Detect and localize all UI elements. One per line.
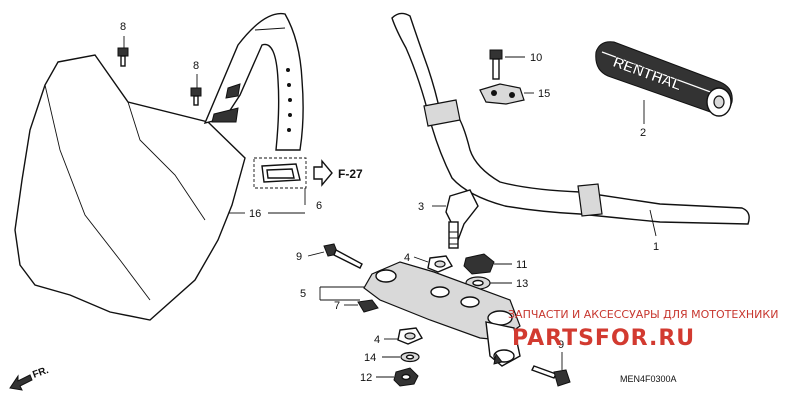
callout-9-lower: 9 xyxy=(558,339,564,351)
nut-11 xyxy=(463,253,495,275)
callout-5: 5 xyxy=(300,288,306,300)
callout-15: 15 xyxy=(538,88,550,100)
callout-10: 10 xyxy=(530,52,542,64)
callout-1: 1 xyxy=(653,241,659,253)
handlebar xyxy=(391,12,750,225)
callout-9-upper: 9 xyxy=(296,251,302,263)
callout-2: 2 xyxy=(640,127,646,139)
nut-4-lower xyxy=(397,327,424,345)
hollow-arrow-right-icon xyxy=(313,159,333,187)
direction-label: FR. xyxy=(31,365,50,381)
callout-8-lower: 8 xyxy=(193,60,199,72)
watermark-site: PARTSFOR.RU xyxy=(512,326,695,351)
callout-7: 7 xyxy=(334,300,340,312)
callout-13: 13 xyxy=(516,278,528,290)
nut-4-upper xyxy=(427,255,454,273)
bolt-9-lower xyxy=(531,365,571,387)
front-direction-arrow-icon xyxy=(9,374,33,391)
callout-3: 3 xyxy=(418,201,424,213)
nut-12 xyxy=(393,367,419,387)
callout-6: 6 xyxy=(316,200,322,212)
handlebar-holder-3 xyxy=(445,189,479,249)
bolt-8-upper xyxy=(117,47,129,67)
callout-8-upper: 8 xyxy=(120,21,126,33)
callout-16: 16 xyxy=(249,208,261,220)
bolt-10 xyxy=(489,49,503,80)
callout-4-lower: 4 xyxy=(374,334,380,346)
callout-4-upper: 4 xyxy=(404,252,410,264)
watermark-tagline: ЗАПЧАСТИ И АКСЕССУАРЫ ДЛЯ МОТОТЕХНИКИ xyxy=(508,308,778,321)
decal-6 xyxy=(261,163,301,183)
callout-11: 11 xyxy=(516,259,527,271)
number-plate xyxy=(14,12,304,321)
upper-clamp-15 xyxy=(479,83,525,105)
bolt-9-upper xyxy=(323,243,363,269)
grip-pad: RENTHAL xyxy=(595,41,733,117)
bolt-8-lower xyxy=(190,87,202,106)
callout-12: 12 xyxy=(360,372,372,384)
diagram-code: MEN4F0300A xyxy=(620,374,677,384)
washer-14 xyxy=(400,351,420,363)
cap-7 xyxy=(357,299,379,313)
reference-f27: F-27 xyxy=(338,167,363,181)
top-bridge-5 xyxy=(363,261,521,367)
callout-14: 14 xyxy=(364,352,376,364)
